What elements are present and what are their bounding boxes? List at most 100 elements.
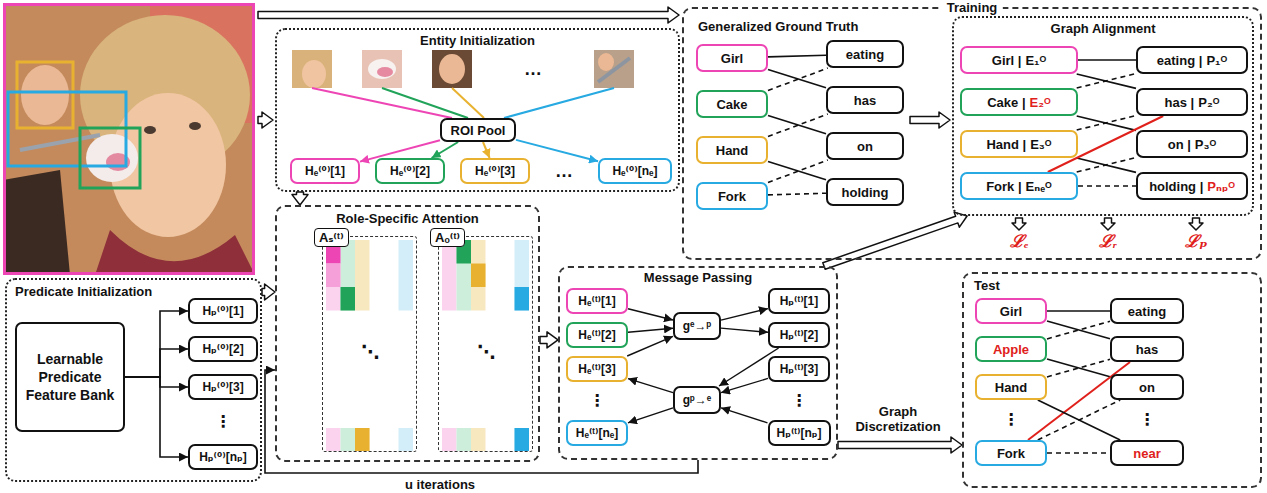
connector	[125, 377, 188, 457]
module-panel: Message PassingHₑ⁽ᵗ⁾[1] Hₑ⁽ᵗ⁾[2] Hₑ⁽ᵗ⁾[3] H…	[558, 266, 838, 460]
input-photo	[3, 3, 255, 275]
ellipsis-mark: ⋱	[359, 342, 381, 363]
connector	[768, 161, 826, 179]
connector	[1077, 74, 1136, 88]
connector	[1038, 400, 1120, 440]
node-label: P₁ᴼ	[1206, 53, 1227, 68]
connector	[125, 349, 188, 377]
ellipsis-mark: ⋮	[1001, 411, 1021, 429]
module-panel: Predicate InitializationLearnable Predic…	[5, 278, 262, 482]
node-label: Fork |	[986, 179, 1021, 194]
node-label: Learnable Predicate Feature Bank	[25, 350, 115, 404]
connector	[1077, 116, 1136, 130]
node-label: Hₑ⁽ᵗ⁾[1]	[578, 294, 615, 309]
panel-title: Message Passing	[644, 270, 752, 285]
aligned-entity-box: Fork |Eₙₑᴼ	[960, 172, 1078, 200]
node-label: Hₑ⁽ᵗ⁾[3]	[578, 362, 615, 377]
connector	[432, 142, 459, 158]
ellipsis-mark: ⋱	[475, 342, 497, 363]
connector	[1047, 321, 1110, 339]
aligned-predicate-box: on |P₃ᴼ	[1136, 130, 1248, 158]
node-label: Cake	[716, 97, 747, 112]
region-thumbnails	[292, 50, 634, 118]
feature-box: Hₑ⁽ᵗ⁾[nₑ]	[566, 420, 628, 446]
node-label: eating	[1128, 304, 1166, 319]
node-label: Hₚ⁽⁰⁾[nₚ]	[199, 450, 247, 465]
node-label: near	[1133, 446, 1160, 461]
connector	[768, 68, 828, 91]
aligned-predicate-box: eating |P₁ᴼ	[1136, 46, 1248, 74]
connector	[768, 115, 826, 133]
node-label: Hₚ⁽ᵗ⁾[3]	[780, 362, 819, 377]
connector	[1047, 359, 1110, 377]
node-label: has |	[1165, 95, 1195, 110]
loss-label: ℒₑ	[1008, 232, 1031, 252]
feature-bank-box: Learnable Predicate Feature Bank	[15, 322, 125, 432]
connector	[768, 69, 826, 87]
node-label: Hₚ⁽ᵗ⁾[1]	[780, 294, 819, 309]
entity-box: Cake	[696, 90, 768, 118]
node-label: Cake |	[987, 95, 1025, 110]
node-label: Hₚ⁽⁰⁾[3]	[202, 380, 243, 395]
operation-box: ROI Pool	[440, 118, 516, 142]
aligned-entity-box: Cake |E₂ᴼ	[960, 88, 1078, 116]
node-label: Hₑ⁽⁰⁾[nₑ]	[612, 164, 657, 179]
connector	[1047, 321, 1110, 339]
feature-box: Hₑ⁽⁰⁾[1]	[290, 158, 360, 184]
node-label: Fork	[718, 189, 746, 204]
connector	[823, 212, 967, 269]
connector	[1077, 74, 1136, 88]
connector	[1077, 116, 1136, 130]
entity-box: Hand	[696, 136, 768, 164]
aligned-predicate-box: has |P₂ᴼ	[1136, 88, 1248, 116]
node-label: E₁ᴼ	[1025, 53, 1046, 68]
connector	[1077, 158, 1136, 172]
node-label: Hand	[995, 380, 1028, 395]
attention-cells	[326, 240, 529, 451]
node-label: Hₚ⁽ᵗ⁾[nₚ]	[777, 426, 822, 441]
feature-box: Hₚ⁽ᵗ⁾[2]	[768, 322, 830, 348]
connector	[1038, 400, 1120, 440]
connector	[483, 142, 490, 158]
module-panel: Graph AlignmentGirl |E₁ᴼCake |E₂ᴼHand |E…	[952, 16, 1254, 216]
node-label: has	[854, 93, 876, 108]
node-label: Hₑ⁽⁰⁾[2]	[390, 164, 430, 179]
node-label: Apple	[993, 342, 1029, 357]
node-label: Girl	[1000, 304, 1022, 319]
panel-title: Aₛ⁽ᵗ⁾	[314, 228, 349, 247]
module-panel: Role-Specific AttentionAₛ⁽ᵗ⁾Aₒ⁽ᵗ⁾	[275, 205, 540, 462]
node-label: gᵉ→ᵖ	[683, 319, 712, 334]
panel-title: Graph Alignment	[1051, 21, 1156, 36]
entity-box: Hand	[975, 374, 1047, 400]
connector	[125, 311, 188, 377]
connector	[1078, 59, 1136, 61]
ellipsis-mark: ⋮	[1137, 411, 1157, 429]
predicate-box: has	[1110, 336, 1184, 362]
node-label: has	[1136, 342, 1158, 357]
function-box: gᵖ→ᵉ	[673, 386, 721, 414]
feature-box: Hₑ⁽⁰⁾[nₑ]	[598, 158, 672, 184]
connector	[540, 332, 558, 348]
predicate-box: near	[1110, 440, 1184, 466]
node-label: Hₑ⁽ᵗ⁾[nₑ]	[576, 426, 619, 441]
node-label: eating |	[1157, 53, 1203, 68]
node-label: Hand |	[986, 137, 1026, 152]
node-label: gᵖ→ᵉ	[683, 393, 712, 408]
entity-box: Girl	[975, 298, 1047, 324]
predicate-box: on	[1110, 374, 1184, 400]
node-label: Girl	[721, 51, 743, 66]
connector	[1047, 310, 1110, 312]
node-label: Hₑ⁽⁰⁾[3]	[475, 164, 515, 179]
connector	[721, 328, 768, 332]
ellipsis-mark: …	[522, 59, 544, 80]
panel-title: Role-Specific Attention	[336, 211, 479, 226]
feature-box: Hₚ⁽⁰⁾[3]	[188, 374, 258, 400]
connector	[516, 140, 598, 161]
node-label: Hₑ⁽ᵗ⁾[2]	[578, 328, 615, 343]
connector	[265, 370, 698, 473]
ellipsis-mark: …	[553, 161, 575, 182]
feature-box: Hₑ⁽⁰⁾[2]	[375, 158, 445, 184]
connector	[1078, 185, 1136, 187]
flow-arrow	[258, 7, 1203, 230]
